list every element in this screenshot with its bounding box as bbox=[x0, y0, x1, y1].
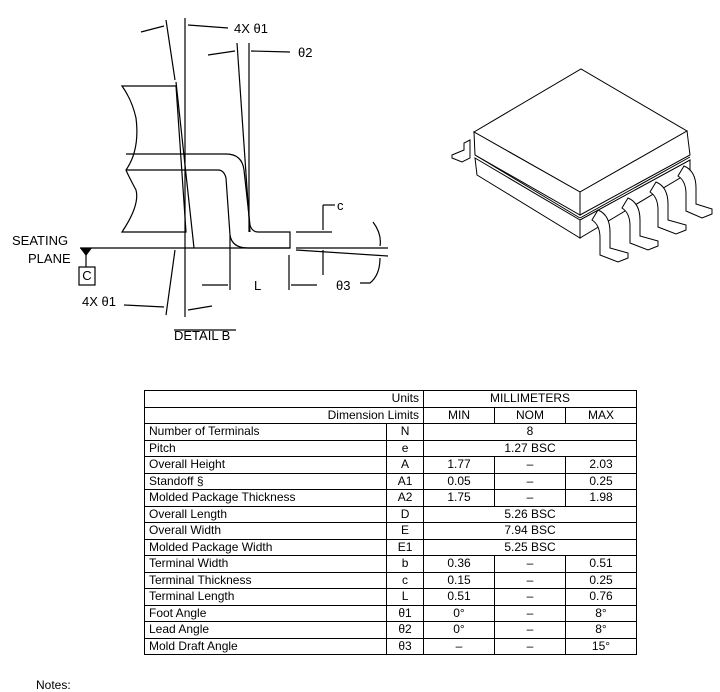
package-3d-icon bbox=[451, 68, 713, 263]
max-value: 1.98 bbox=[565, 489, 637, 507]
max-value: 0.51 bbox=[565, 555, 637, 573]
theta2-label: θ2 bbox=[298, 45, 312, 60]
dimension-value: 1.27 BSC bbox=[423, 439, 637, 457]
min-value: 0.51 bbox=[423, 588, 495, 606]
min-value: 1.75 bbox=[423, 489, 495, 507]
max-value: 15° bbox=[565, 637, 637, 655]
dimension-name: Overall Width bbox=[143, 522, 388, 540]
dimension-value: 8 bbox=[423, 423, 637, 441]
units-value: MILLIMETERS bbox=[423, 390, 637, 408]
dimension-name: Lead Angle bbox=[143, 621, 388, 639]
limits-label: Dimension Limits bbox=[144, 406, 424, 424]
notes-label: Notes: bbox=[36, 678, 71, 692]
nom-value: – bbox=[494, 489, 566, 507]
nom-value: – bbox=[494, 571, 566, 589]
max-value: 0.25 bbox=[565, 571, 637, 589]
dimension-name: Standoff § bbox=[143, 472, 388, 490]
theta3-label: θ3 bbox=[336, 278, 350, 293]
header-nom: NOM bbox=[494, 406, 566, 424]
dimension-value: 5.25 BSC bbox=[423, 538, 637, 556]
dimension-symbol: E bbox=[386, 522, 424, 540]
dimension-symbol: E1 bbox=[386, 538, 424, 556]
dimension-name: Terminal Width bbox=[143, 555, 388, 573]
dimension-name: Mold Draft Angle bbox=[143, 637, 388, 655]
dimension-symbol: D bbox=[386, 505, 424, 523]
dimension-name: Foot Angle bbox=[143, 604, 388, 622]
detail-b-drawing: C SEATING PLANE 4X θ1 θ2 4X θ1 c L θ3 DE… bbox=[12, 18, 713, 343]
dimension-symbol: N bbox=[386, 423, 424, 441]
min-value: 1.77 bbox=[423, 456, 495, 474]
dimension-name: Overall Height bbox=[143, 456, 388, 474]
max-value: 8° bbox=[565, 604, 637, 622]
min-value: 0.15 bbox=[423, 571, 495, 589]
min-value: – bbox=[423, 637, 495, 655]
theta1-bottom-label: 4X θ1 bbox=[82, 294, 116, 309]
seating-label-1: SEATING bbox=[12, 233, 68, 248]
max-value: 2.03 bbox=[565, 456, 637, 474]
detail-title: DETAIL B bbox=[174, 328, 230, 343]
dimension-symbol: A2 bbox=[386, 489, 424, 507]
theta1-top-label: 4X θ1 bbox=[234, 21, 268, 36]
dimension-name: Molded Package Thickness bbox=[143, 489, 388, 507]
nom-value: – bbox=[494, 456, 566, 474]
dimension-symbol: θ2 bbox=[386, 621, 424, 639]
min-value: 0.36 bbox=[423, 555, 495, 573]
nom-value: – bbox=[494, 555, 566, 573]
max-value: 0.25 bbox=[565, 472, 637, 490]
dimension-name: Terminal Length bbox=[143, 588, 388, 606]
dimension-symbol: b bbox=[386, 555, 424, 573]
min-value: 0.05 bbox=[423, 472, 495, 490]
units-row: Units MILLIMETERS bbox=[144, 390, 637, 408]
dimension-value: 5.26 BSC bbox=[423, 505, 637, 523]
nom-value: – bbox=[494, 621, 566, 639]
min-value: 0° bbox=[423, 604, 495, 622]
dimension-value: 7.94 BSC bbox=[423, 522, 637, 540]
dimension-symbol: θ3 bbox=[386, 637, 424, 655]
header-max: MAX bbox=[565, 406, 637, 424]
dimension-name: Pitch bbox=[143, 439, 388, 457]
nom-value: – bbox=[494, 472, 566, 490]
dimension-symbol: A bbox=[386, 456, 424, 474]
units-label: Units bbox=[144, 390, 424, 408]
datum-label: C bbox=[82, 268, 91, 283]
nom-value: – bbox=[494, 637, 566, 655]
dimension-symbol: e bbox=[386, 439, 424, 457]
dimension-name: Terminal Thickness bbox=[143, 571, 388, 589]
nom-value: – bbox=[494, 604, 566, 622]
max-value: 0.76 bbox=[565, 588, 637, 606]
dimension-symbol: c bbox=[386, 571, 424, 589]
l-label: L bbox=[254, 278, 261, 293]
nom-value: – bbox=[494, 588, 566, 606]
dimension-symbol: θ1 bbox=[386, 604, 424, 622]
seating-label-2: PLANE bbox=[28, 251, 71, 266]
header-row: Dimension Limits MIN NOM MAX bbox=[144, 406, 637, 424]
dimension-name: Overall Length bbox=[143, 505, 388, 523]
min-value: 0° bbox=[423, 621, 495, 639]
dimension-symbol: A1 bbox=[386, 472, 424, 490]
dimension-name: Number of Terminals bbox=[143, 423, 388, 441]
header-min: MIN bbox=[423, 406, 495, 424]
dimension-name: Molded Package Width bbox=[143, 538, 388, 556]
max-value: 8° bbox=[565, 621, 637, 639]
dimension-table: Units MILLIMETERS Dimension Limits MIN N… bbox=[143, 390, 637, 655]
c-label: c bbox=[337, 198, 344, 213]
dimension-symbol: L bbox=[386, 588, 424, 606]
